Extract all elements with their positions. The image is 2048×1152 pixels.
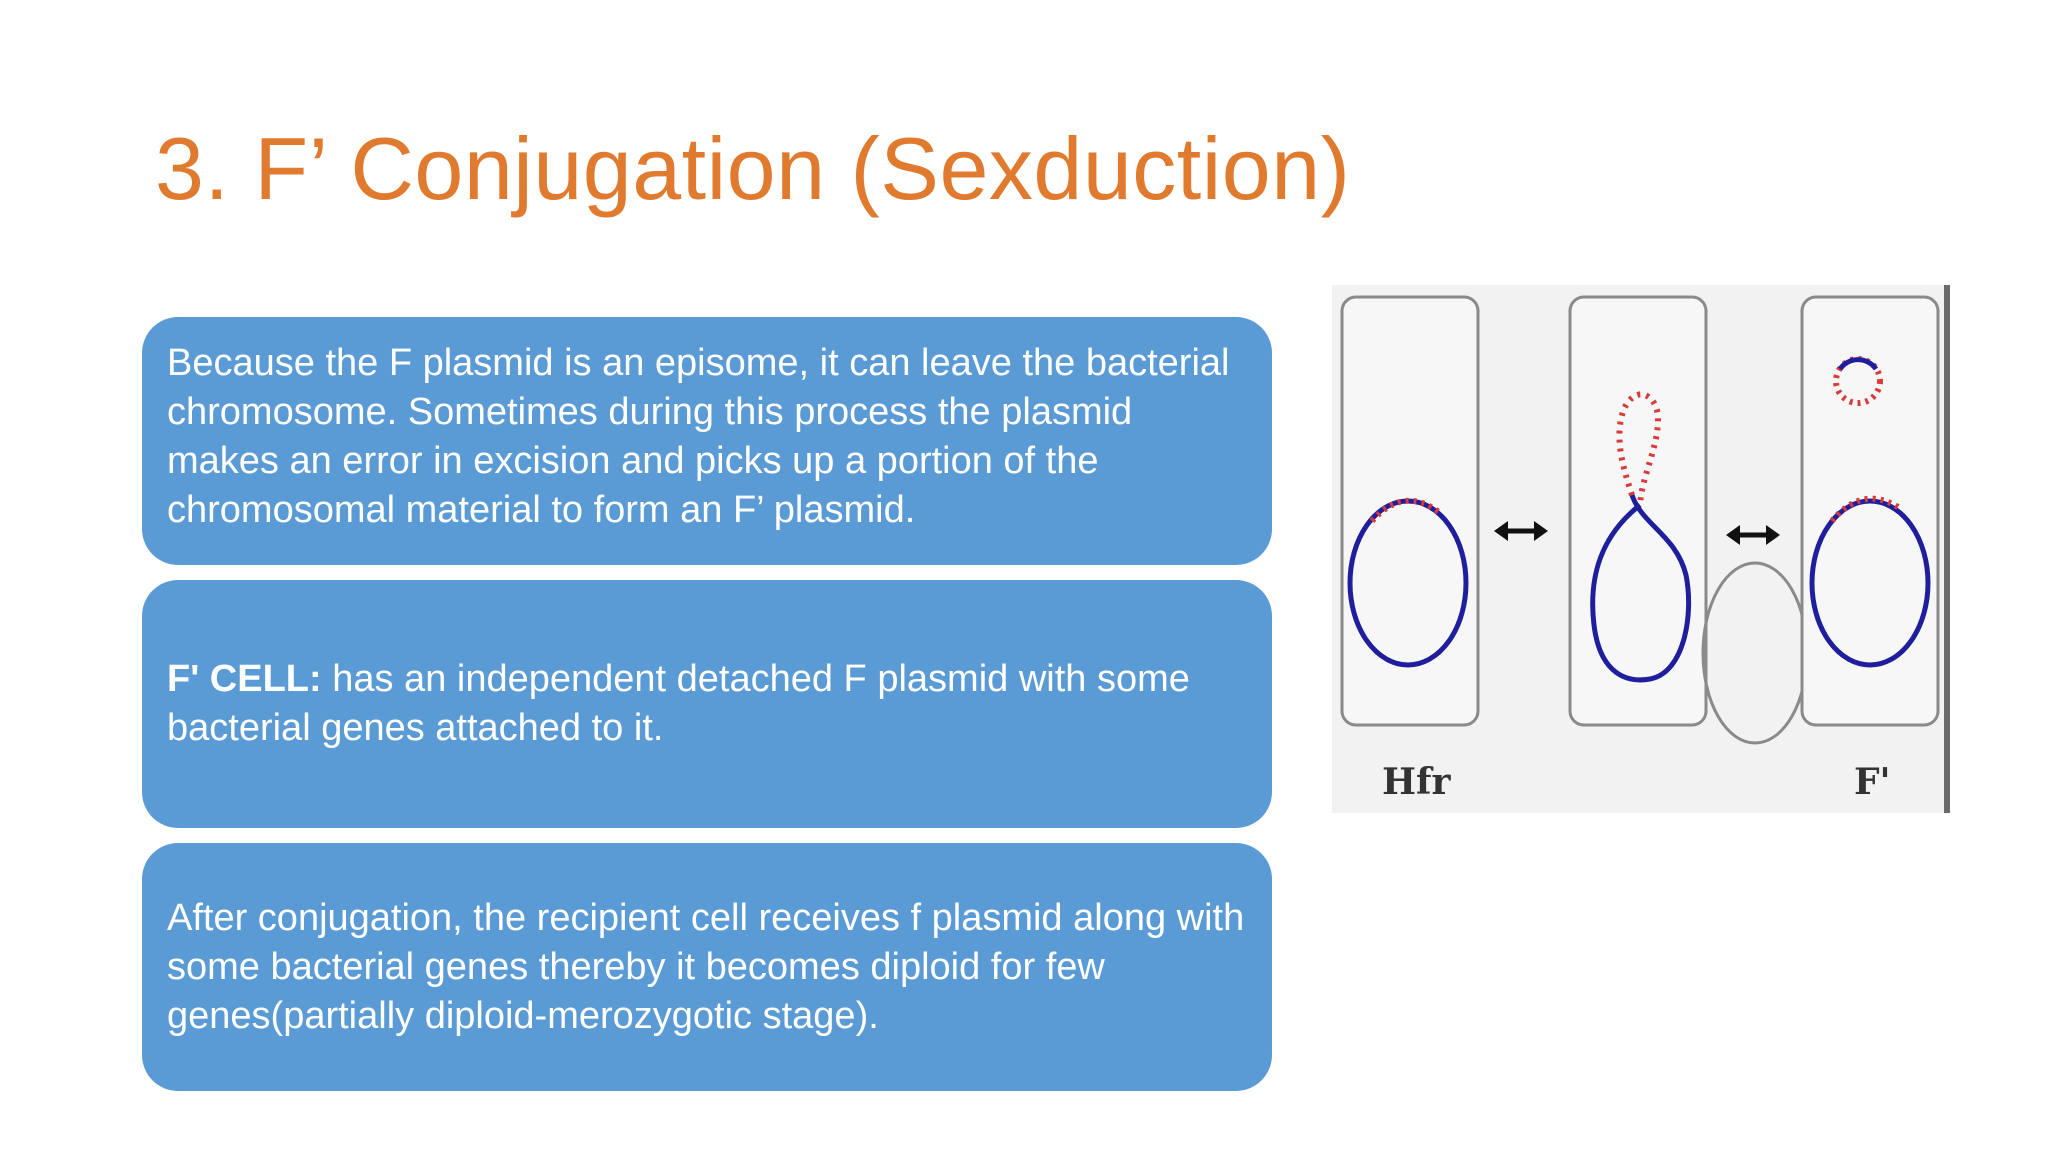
info-box-after-conjugation-text: After conjugation, the recipient cell re… [167, 896, 1245, 1037]
info-box-after-conjugation: After conjugation, the recipient cell re… [142, 843, 1272, 1091]
hfr-label: Hfr [1382, 761, 1451, 803]
info-box-episome: Because the F plasmid is an episome, it … [142, 317, 1272, 565]
f-prime-label: F' [1854, 761, 1891, 803]
hfr-integrated-f-factor [1369, 497, 1442, 524]
mating-bridge [1701, 561, 1809, 745]
f-prime-cell-label: F' CELL: [167, 658, 322, 700]
slide-title: 3. F’ Conjugation (Sexduction) [155, 119, 1351, 218]
sexduction-diagram: Hfr F' [1332, 285, 1950, 813]
info-box-f-prime-cell: F' CELL: has an independent detached F p… [142, 580, 1272, 828]
f-prime-plasmid [1833, 356, 1883, 406]
f-prime-chromosome-region [1829, 495, 1900, 523]
f-prime-chromosome [1809, 498, 1931, 668]
double-arrow-icon [1726, 525, 1780, 545]
f-prime-cell-text: has an independent detached F plasmid wi… [167, 658, 1190, 749]
sexduction-diagram-svg [1340, 285, 1950, 813]
excising-f-plasmid [1616, 391, 1662, 506]
excision-chromosome-loop [1590, 494, 1692, 683]
info-box-f-prime-cell-content: F' CELL: has an independent detached F p… [167, 655, 1246, 753]
f-prime-cell-outline [1800, 295, 1940, 727]
figure-edge [1944, 285, 1950, 813]
double-arrow-icon [1494, 521, 1548, 541]
info-box-episome-text: Because the F plasmid is an episome, it … [167, 342, 1230, 531]
f-prime-plasmid-chromosomal-segment [1837, 357, 1879, 371]
hfr-cell-outline [1340, 295, 1480, 727]
